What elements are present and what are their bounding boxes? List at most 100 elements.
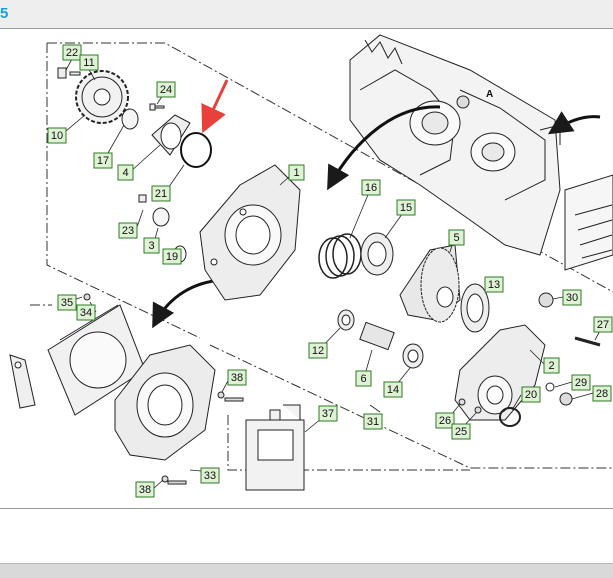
svg-text:1: 1 — [293, 167, 299, 179]
callout-19[interactable]: 19 — [162, 248, 182, 265]
flange-bearing-drawing — [151, 114, 191, 156]
callout-30[interactable]: 30 — [562, 289, 582, 306]
callout-20[interactable]: 20 — [521, 386, 541, 403]
gear-housing-drawing — [199, 164, 301, 301]
bearing-12-drawing — [337, 309, 355, 331]
callout-2[interactable]: 2 — [543, 357, 560, 374]
svg-text:24: 24 — [160, 84, 172, 96]
callout-28[interactable]: 28 — [592, 385, 612, 402]
svg-text:20: 20 — [525, 389, 537, 401]
washer-17-drawing — [121, 108, 139, 130]
drive-gear-drawing — [399, 244, 461, 323]
callout-11[interactable]: 11 — [79, 54, 99, 71]
svg-text:6: 6 — [360, 373, 366, 385]
callout-21[interactable]: 21 — [151, 185, 171, 202]
machine-assembly-drawing — [349, 34, 613, 271]
title-bar: 5 — [0, 0, 613, 29]
callout-13[interactable]: 13 — [484, 276, 504, 293]
callout-31[interactable]: 31 — [363, 413, 383, 430]
gearbox-cover-drawing — [454, 324, 546, 421]
callout-15[interactable]: 15 — [396, 199, 416, 216]
pin-27-drawing — [574, 336, 601, 347]
svg-text:27: 27 — [597, 319, 609, 331]
oil-container-drawing — [245, 404, 305, 491]
svg-text:22: 22 — [66, 47, 78, 59]
svg-text:30: 30 — [566, 292, 578, 304]
mounting-plate-drawing — [47, 304, 146, 416]
svg-text:38: 38 — [231, 372, 243, 384]
callout-12[interactable]: 12 — [308, 342, 328, 359]
callout-14[interactable]: 14 — [383, 381, 403, 398]
view-label-a: A — [486, 89, 493, 100]
sprocket-drawing — [75, 70, 129, 124]
direction-arrow-right — [547, 111, 601, 135]
svg-text:19: 19 — [166, 251, 178, 263]
svg-text:14: 14 — [387, 384, 399, 396]
callout-6[interactable]: 6 — [355, 370, 372, 387]
seal-20-drawing — [499, 407, 521, 427]
bolts-26-25-drawing — [458, 398, 482, 414]
washer-29-drawing — [545, 382, 555, 392]
page-title: 5 — [0, 5, 9, 22]
callout-5[interactable]: 5 — [448, 229, 465, 246]
adapter-housing-drawing — [114, 344, 216, 461]
callout-17[interactable]: 17 — [93, 152, 113, 169]
callout-23[interactable]: 23 — [118, 222, 138, 239]
bolts-38-drawing — [83, 293, 244, 485]
callout-37[interactable]: 37 — [318, 405, 338, 422]
svg-text:21: 21 — [155, 188, 167, 200]
svg-text:26: 26 — [439, 415, 451, 427]
seal-3-drawing — [152, 207, 170, 227]
callout-29[interactable]: 29 — [571, 374, 591, 391]
plug-28-drawing — [559, 392, 573, 406]
svg-text:35: 35 — [61, 297, 73, 309]
svg-text:33: 33 — [204, 470, 216, 482]
callout-22[interactable]: 22 — [62, 44, 82, 61]
svg-text:5: 5 — [453, 232, 459, 244]
callout-1[interactable]: 1 — [288, 164, 305, 181]
svg-text:28: 28 — [596, 388, 608, 400]
callout-38-bottom[interactable]: 38 — [135, 481, 155, 498]
svg-text:15: 15 — [400, 202, 412, 214]
svg-text:29: 29 — [575, 377, 587, 389]
callout-34[interactable]: 34 — [76, 304, 96, 321]
svg-text:12: 12 — [312, 345, 324, 357]
svg-text:25: 25 — [455, 426, 467, 438]
svg-text:4: 4 — [122, 167, 128, 179]
svg-text:23: 23 — [122, 225, 134, 237]
support-bracket-drawing — [9, 354, 36, 409]
callout-16[interactable]: 16 — [361, 179, 381, 196]
bearing-15-drawing — [360, 232, 394, 276]
svg-text:11: 11 — [83, 57, 94, 69]
exploded-parts-diagram: A — [0, 29, 613, 509]
svg-text:38: 38 — [139, 484, 151, 496]
bolt-drawing — [57, 67, 165, 203]
callout-4[interactable]: 4 — [117, 164, 134, 181]
highlight-arrow — [201, 79, 229, 134]
o-ring-21-drawing — [180, 132, 212, 168]
bearing-13-drawing — [460, 283, 490, 333]
callout-38-top[interactable]: 38 — [227, 369, 247, 386]
callout-35[interactable]: 35 — [57, 294, 77, 311]
svg-text:16: 16 — [365, 182, 377, 194]
content-divider — [0, 508, 613, 509]
callout-10[interactable]: 10 — [47, 127, 67, 144]
callout-26[interactable]: 26 — [435, 412, 455, 429]
svg-text:13: 13 — [488, 279, 500, 291]
spring-16-drawing — [318, 233, 362, 279]
callout-24[interactable]: 24 — [156, 81, 176, 98]
callout-27[interactable]: 27 — [593, 316, 613, 333]
callout-25[interactable]: 25 — [451, 423, 471, 440]
svg-text:31: 31 — [367, 416, 379, 428]
svg-text:34: 34 — [80, 307, 92, 319]
bearing-14-drawing — [402, 343, 424, 369]
knob-30-drawing — [538, 292, 554, 308]
callout-33[interactable]: 33 — [200, 467, 220, 484]
svg-text:17: 17 — [97, 155, 109, 167]
svg-text:2: 2 — [548, 360, 554, 372]
callout-3[interactable]: 3 — [143, 237, 160, 254]
shaft-6-drawing — [359, 321, 395, 351]
direction-arrow-left — [152, 278, 223, 329]
status-bar — [0, 563, 613, 578]
svg-text:37: 37 — [322, 408, 334, 420]
